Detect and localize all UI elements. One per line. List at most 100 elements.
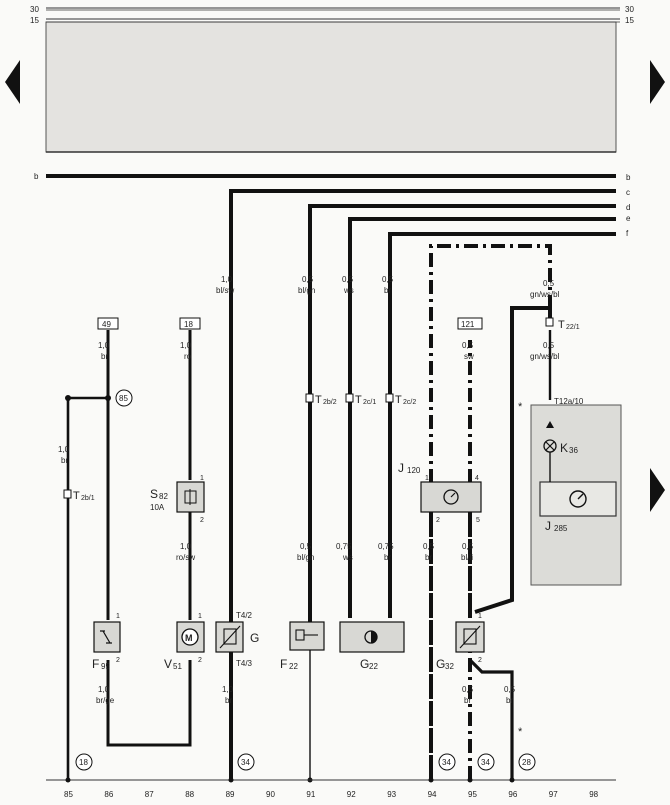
grid-number: 93 <box>387 790 396 799</box>
rail-30-label-left: 30 <box>30 5 39 14</box>
terminal-49-label: 49 <box>102 320 111 329</box>
motor-icon <box>181 628 199 646</box>
wire-g32-color: br <box>464 696 471 705</box>
label-k36: K <box>560 441 568 455</box>
wire-18-size: 1,0 <box>180 341 192 350</box>
grid-number: 86 <box>104 790 113 799</box>
svg-text:32: 32 <box>445 662 454 671</box>
label-s82-rating: 10A <box>150 503 165 512</box>
bus-c-label: c <box>626 188 630 197</box>
svg-text:34: 34 <box>481 758 490 767</box>
svg-text:2c/2: 2c/2 <box>403 399 416 406</box>
wire-gn1-size: 0,5 <box>543 279 555 288</box>
connector-t2b1: T <box>73 490 80 502</box>
wire-d <box>308 204 616 625</box>
svg-text:34: 34 <box>442 758 451 767</box>
wire-rosw-color: ro/sw <box>176 553 195 562</box>
wire-f-color: br <box>384 286 391 295</box>
grid-number: 96 <box>508 790 517 799</box>
rail-15-label-right: 15 <box>625 16 634 25</box>
wire-ws2-color: ws <box>342 553 353 562</box>
svg-text:2c/1: 2c/1 <box>363 399 376 406</box>
wire-18-color: ro <box>184 352 192 361</box>
connector-t2b2: T <box>315 394 322 406</box>
svg-text:1: 1 <box>200 475 204 482</box>
wire-j2-color: br <box>425 553 432 562</box>
grid-number: 98 <box>589 790 598 799</box>
wire-g32-size: 0,5 <box>462 685 474 694</box>
wire-brge <box>106 660 192 747</box>
bus-e-label: e <box>626 214 631 223</box>
svg-text:285: 285 <box>554 524 568 533</box>
svg-text:22: 22 <box>289 662 298 671</box>
svg-text:82: 82 <box>159 492 168 501</box>
label-g32: G <box>436 657 445 671</box>
svg-text:18: 18 <box>79 758 88 767</box>
svg-text:28: 28 <box>522 758 531 767</box>
connector-t42: T4/2 <box>236 611 253 620</box>
svg-text:1: 1 <box>198 613 202 620</box>
grid-number: 90 <box>266 790 275 799</box>
wire-96-color: br <box>506 696 513 705</box>
wire-rosw-size: 1,0 <box>180 542 192 551</box>
wire-96-size: 0,5 <box>504 685 516 694</box>
wire-85 <box>66 396 108 780</box>
wire-gn2-color: gn/ws/bl <box>530 352 560 361</box>
f95-switch-icon <box>100 630 112 644</box>
j120-gauge-icon <box>443 489 459 505</box>
label-j120: J <box>398 461 404 475</box>
grid-number: 97 <box>549 790 558 799</box>
svg-text:2: 2 <box>198 657 202 664</box>
ref-34b-circle <box>438 753 456 771</box>
label-s82: S <box>150 487 158 501</box>
svg-text:34: 34 <box>241 758 250 767</box>
svg-text:M: M <box>185 633 193 643</box>
svg-text:1: 1 <box>425 475 429 482</box>
svg-text:2: 2 <box>200 517 204 524</box>
terminal-18-box <box>179 317 201 330</box>
wire-blgn2-size: 0,5 <box>300 542 312 551</box>
f95-box <box>93 621 121 653</box>
wire-f <box>388 232 616 618</box>
svg-text:4: 4 <box>475 475 479 482</box>
label-g: G <box>250 631 259 645</box>
wire-e-size: 0,5 <box>342 275 354 284</box>
wire-g-color: br <box>225 696 232 705</box>
rail-30-label-right: 30 <box>625 5 634 14</box>
wire-left-color: br <box>61 456 68 465</box>
svg-text:120: 120 <box>407 466 421 475</box>
wire-g-size: 1,0 <box>222 685 234 694</box>
wire-j5-color: bl/li <box>461 553 473 562</box>
ref-34a-circle <box>237 753 255 771</box>
bus-b-label-right: b <box>626 173 631 182</box>
wire-br2-size: 0,75 <box>378 542 394 551</box>
svg-text:5: 5 <box>476 517 480 524</box>
grid-number: 87 <box>145 790 154 799</box>
ref-85-circle <box>115 389 133 407</box>
svg-text:1: 1 <box>116 613 120 620</box>
continue-right-arrow-icon[interactable] <box>650 468 665 512</box>
g-sender-icon <box>223 628 237 645</box>
svg-text:1: 1 <box>478 613 482 620</box>
terminal-121-box <box>457 317 483 330</box>
ref-28-circle <box>518 753 536 771</box>
page-prev-arrow-icon[interactable] <box>5 60 20 104</box>
ref-18-circle <box>75 753 93 771</box>
connector-t2c1: T <box>355 394 362 406</box>
wire-d-color: bl/gn <box>298 286 315 295</box>
wire-c-size: 1,0 <box>221 275 233 284</box>
wire-blgn2-color: bl/gn <box>297 553 314 562</box>
wire-j2-size: 0,5 <box>423 542 435 551</box>
page-next-arrow-icon[interactable] <box>650 60 665 104</box>
k36-arrow-icon <box>546 421 554 428</box>
wire-j5-size: 0,5 <box>462 542 474 551</box>
grid-number: 91 <box>306 790 315 799</box>
star-mark-2: * <box>518 726 523 738</box>
star-mark-1: * <box>518 401 523 413</box>
grid-number: 94 <box>428 790 437 799</box>
wire-left-size: 1,0 <box>58 445 70 454</box>
terminal-18-label: 18 <box>184 320 193 329</box>
wire-f-size: 0,5 <box>382 275 394 284</box>
wire-br2-color: br <box>384 553 391 562</box>
